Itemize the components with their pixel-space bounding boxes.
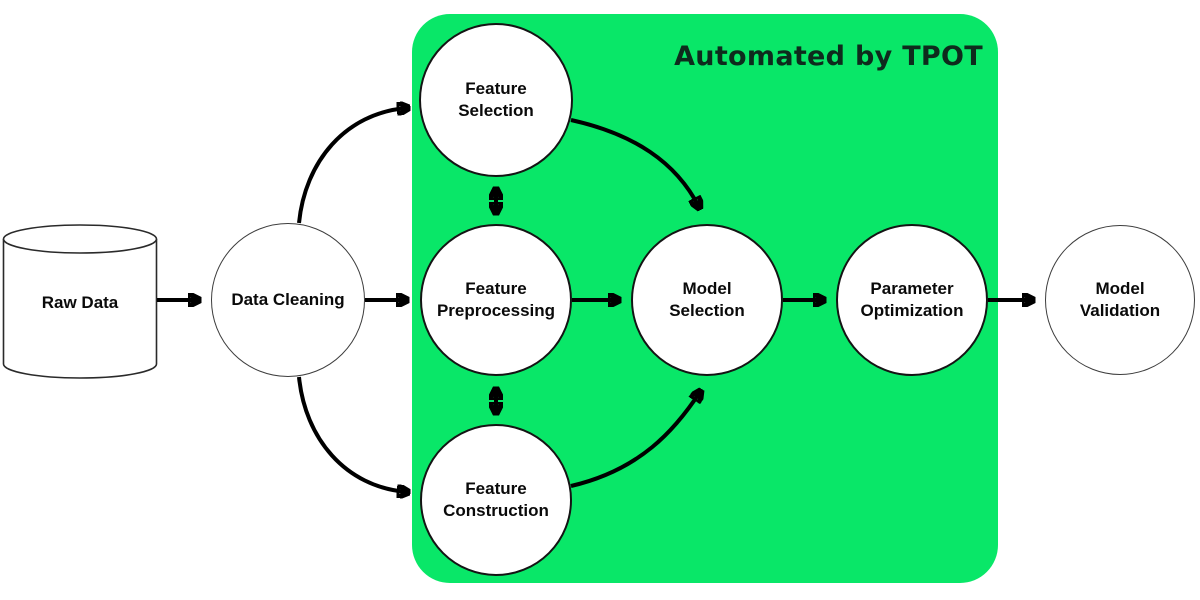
node-feature-selection: Feature Selection [419, 23, 573, 177]
node-data-cleaning-label: Data Cleaning [231, 289, 345, 309]
node-parameter-optimization: Parameter Optimization [836, 224, 988, 376]
node-feature-selection-label: Feature Selection [458, 78, 534, 120]
arrow-selection-to-modelselection [570, 118, 699, 207]
node-feature-preprocessing: Feature Preprocessing [420, 224, 572, 376]
node-data-cleaning: Data Cleaning [211, 223, 365, 377]
node-feature-construction-label: Feature Construction [443, 478, 549, 520]
node-model-selection-label: Model Selection [669, 278, 745, 320]
node-model-selection: Model Selection [631, 224, 783, 376]
node-parameter-optimization-label: Parameter Optimization [860, 278, 964, 320]
node-feature-preprocessing-label: Feature Preprocessing [436, 278, 556, 320]
arrow-construction-to-modelselection [570, 392, 700, 488]
raw-data-cylinder [2, 224, 158, 379]
arrow-cleaning-to-selection [297, 108, 407, 224]
node-model-validation-label: Model Validation [1079, 278, 1161, 320]
arrow-cleaning-to-construction [297, 376, 407, 492]
node-raw-data-label: Raw Data [41, 293, 119, 312]
region-title: Automated by TPOT [674, 41, 983, 72]
node-feature-construction: Feature Construction [420, 424, 572, 576]
node-model-validation: Model Validation [1045, 225, 1195, 375]
